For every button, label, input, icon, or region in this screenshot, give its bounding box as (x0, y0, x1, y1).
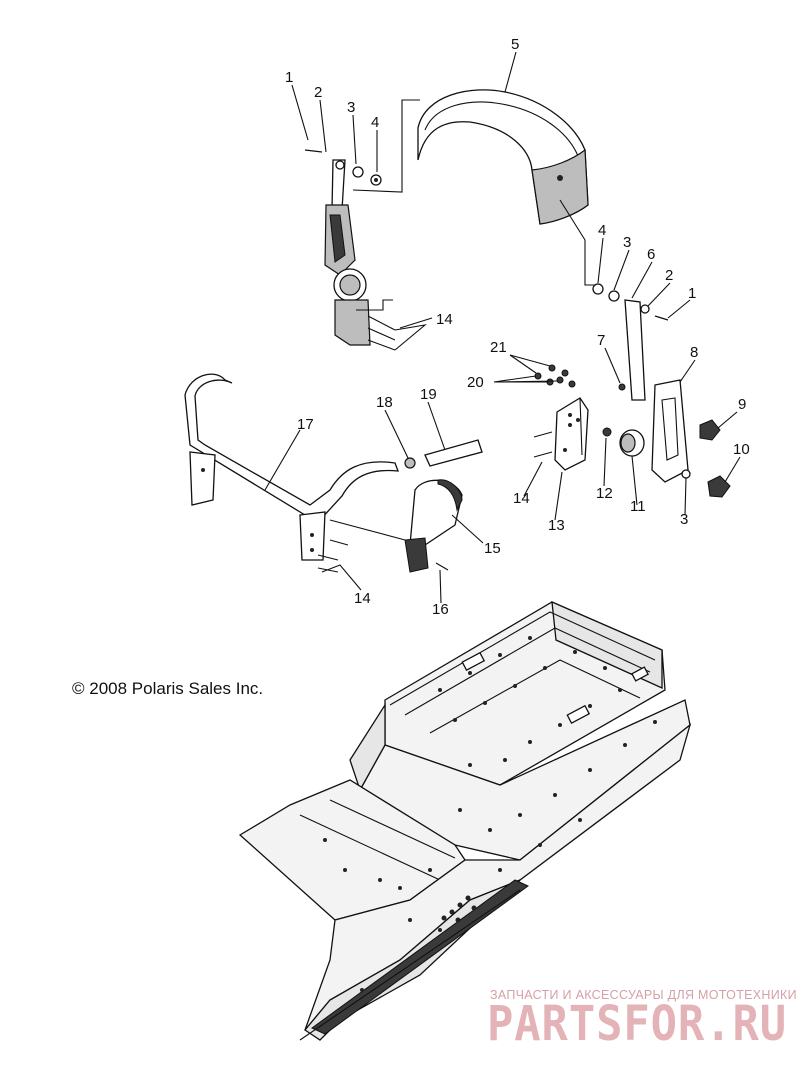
knob-9 (699, 419, 721, 441)
callout-1-right: 1 (688, 285, 696, 302)
watermark: ЗАПЧАСТИ И АКСЕССУАРЫ ДЛЯ МОТОТЕХНИКИ PA… (487, 988, 797, 1052)
callout-20: 20 (467, 374, 484, 391)
callout-1-left: 1 (285, 69, 293, 86)
callout-16: 16 (432, 601, 449, 618)
callout-9: 9 (738, 396, 746, 413)
grip-19 (424, 439, 483, 467)
callout-4-right: 4 (598, 222, 606, 239)
callout-3-lower: 3 (680, 511, 688, 528)
callout-10: 10 (733, 441, 750, 458)
callout-2-left: 2 (314, 84, 322, 101)
spacer-11 (619, 429, 645, 457)
callout-6: 6 (647, 246, 655, 263)
watermark-logo: PARTSFOR.RU (487, 996, 787, 1052)
right-support-arm (592, 283, 669, 401)
callout-21: 21 (490, 339, 507, 356)
callout-7: 7 (597, 332, 605, 349)
callout-3-right: 3 (623, 234, 631, 251)
callout-2-right: 2 (665, 267, 673, 284)
callout-14-middle: 14 (513, 490, 530, 507)
leader-lines (264, 51, 741, 604)
washer-3-lower (681, 469, 691, 479)
callout-11: 11 (630, 498, 646, 515)
callout-13: 13 (548, 517, 565, 534)
callout-14-upper: 14 (436, 311, 453, 328)
left-support-arm (304, 149, 393, 346)
backrest-15 (404, 479, 463, 573)
tunnel-assembly (238, 600, 692, 1041)
callout-3-left: 3 (347, 99, 355, 116)
callout-12: 12 (596, 485, 613, 502)
callout-4-left: 4 (371, 114, 379, 131)
callout-5: 5 (511, 36, 519, 53)
nut-12 (602, 427, 612, 437)
callout-8: 8 (690, 344, 698, 361)
callout-15: 15 (484, 540, 501, 557)
plug-18 (404, 457, 416, 469)
callout-labels: 1 2 3 4 5 4 3 6 2 1 14 7 8 21 20 9 10 18… (285, 36, 750, 618)
backrest-pad (417, 89, 589, 225)
knob-10 (707, 475, 731, 498)
tunnel-rivets (323, 636, 657, 992)
callout-14-lower: 14 (354, 590, 371, 607)
bracket-plate-13 (533, 397, 589, 471)
nuts-21-20 (534, 364, 576, 388)
mount-block-8 (651, 379, 689, 483)
left-bolts-14 (367, 315, 427, 351)
callout-19: 19 (420, 386, 437, 403)
grab-bar-17 (184, 373, 399, 561)
copyright-text: © 2008 Polaris Sales Inc. (72, 679, 263, 698)
watermark-tagline: ЗАПЧАСТИ И АКСЕССУАРЫ ДЛЯ МОТОТЕХНИКИ (490, 988, 797, 1002)
callout-18: 18 (376, 394, 393, 411)
callout-17: 17 (297, 416, 314, 433)
